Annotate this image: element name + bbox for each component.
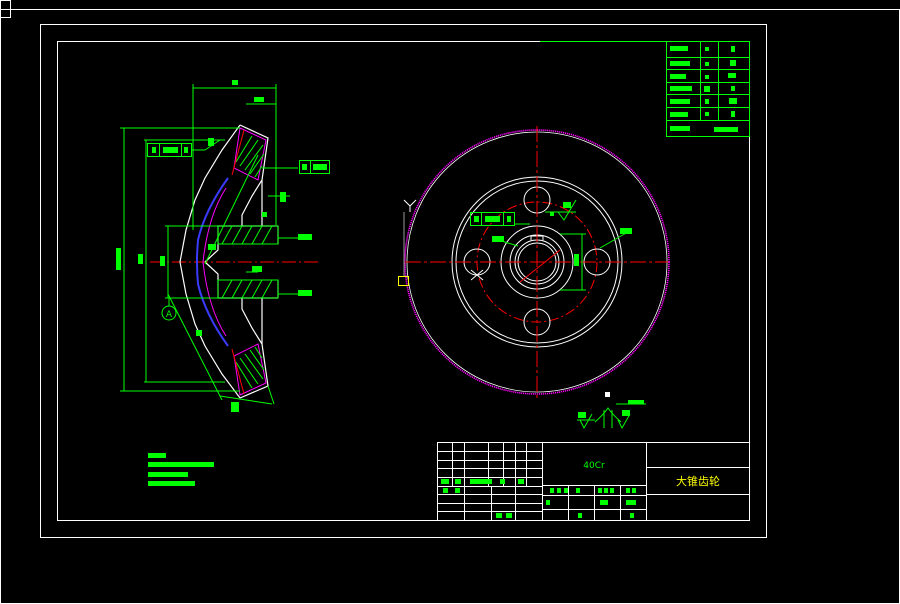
tolerance-frame-front [470, 212, 515, 226]
title-block-designer [470, 479, 492, 484]
tolerance-frame-runout-right [299, 160, 330, 174]
corner-marker [0, 0, 11, 18]
hub-hatching [217, 225, 279, 299]
section-dimension-glyphs [116, 80, 312, 412]
title-block: 40Cr 大锥齿轮 [437, 442, 750, 521]
datum-marker-a: A [161, 298, 177, 321]
datum-marker-label: A [166, 310, 173, 320]
gear-front-view[interactable] [398, 126, 670, 398]
view-direction-marker [398, 199, 417, 286]
gear-parameter-table [666, 41, 750, 137]
front-diagonal-line [519, 249, 561, 283]
notes-line-2 [148, 472, 188, 477]
notes-line-3 [148, 481, 195, 486]
pitch-cone-curve [202, 187, 227, 337]
drawing-border [57, 41, 750, 521]
bolt-hole-crosses [470, 269, 484, 281]
back-cone-curve [196, 177, 229, 347]
technical-notes [148, 453, 214, 486]
notes-line-1 [148, 462, 214, 467]
front-dimension-glyphs [492, 202, 632, 266]
gear-cross-section[interactable]: A [116, 80, 330, 412]
tooth-detail-view [577, 392, 646, 430]
notes-heading [148, 453, 166, 458]
tooth-hatching-top [231, 127, 267, 181]
tooth-hatching-bottom [231, 343, 267, 396]
tolerance-frame-runout-left [147, 143, 205, 157]
parameter-table-glyphs [670, 46, 738, 132]
surface-finish-symbol [557, 199, 577, 221]
part-name-label: 大锥齿轮 [676, 474, 720, 488]
material-label: 40Cr [583, 461, 605, 471]
sheet-border [40, 24, 767, 538]
front-dimensions [497, 211, 629, 291]
